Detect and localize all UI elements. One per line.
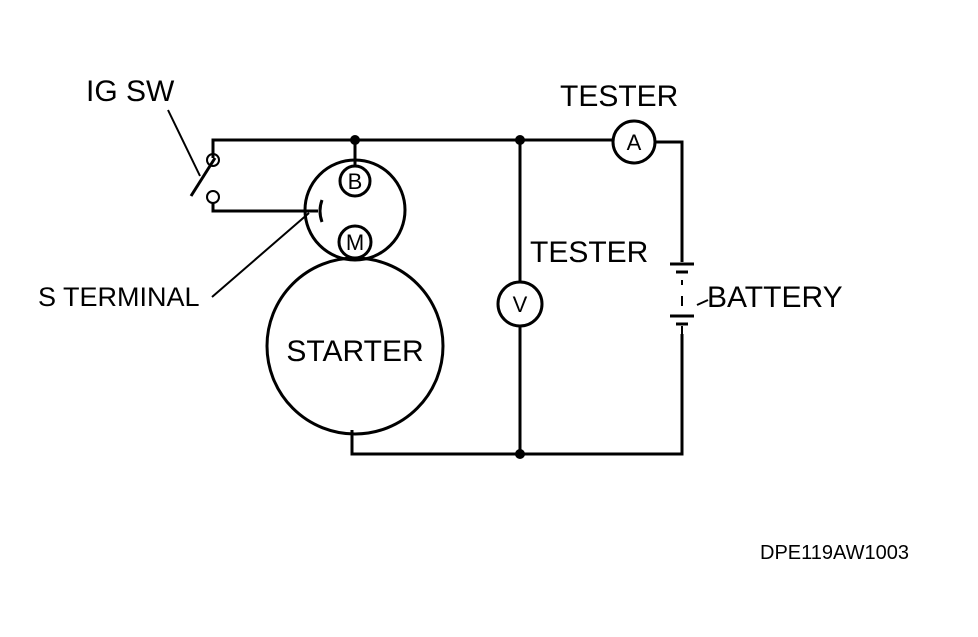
battery-leader-line — [696, 299, 709, 306]
junction-dot-bottom — [515, 449, 525, 459]
ammeter-symbol: A — [627, 130, 642, 155]
wire-top — [211, 138, 613, 158]
s-terminal-mark — [318, 199, 324, 223]
wire-ammeter-battery — [655, 140, 684, 262]
label-s-terminal: S TERMINAL — [38, 282, 200, 312]
terminal-b-label: B — [348, 169, 363, 194]
label-tester-ammeter: TESTER — [560, 80, 678, 113]
ig-sw-leader-line — [167, 109, 201, 177]
label-tester-voltmeter: TESTER — [530, 236, 648, 269]
terminal-m-label: M — [346, 230, 364, 255]
figure-code: DPE119AW1003 — [760, 542, 909, 564]
junction-dot-b — [350, 135, 360, 145]
label-starter: STARTER — [286, 335, 423, 368]
voltmeter-symbol: V — [513, 292, 528, 317]
terminal-m — [337, 224, 373, 260]
s-terminal-leader-line — [211, 212, 310, 298]
terminal-b — [338, 164, 372, 198]
battery-symbol — [670, 262, 709, 334]
junction-dot-top — [515, 135, 525, 145]
label-ig-sw: IG SW — [86, 75, 175, 108]
label-battery: BATTERY — [707, 281, 843, 314]
voltmeter — [496, 280, 544, 328]
wire-s-terminal — [211, 199, 324, 223]
ig-switch — [167, 109, 220, 204]
